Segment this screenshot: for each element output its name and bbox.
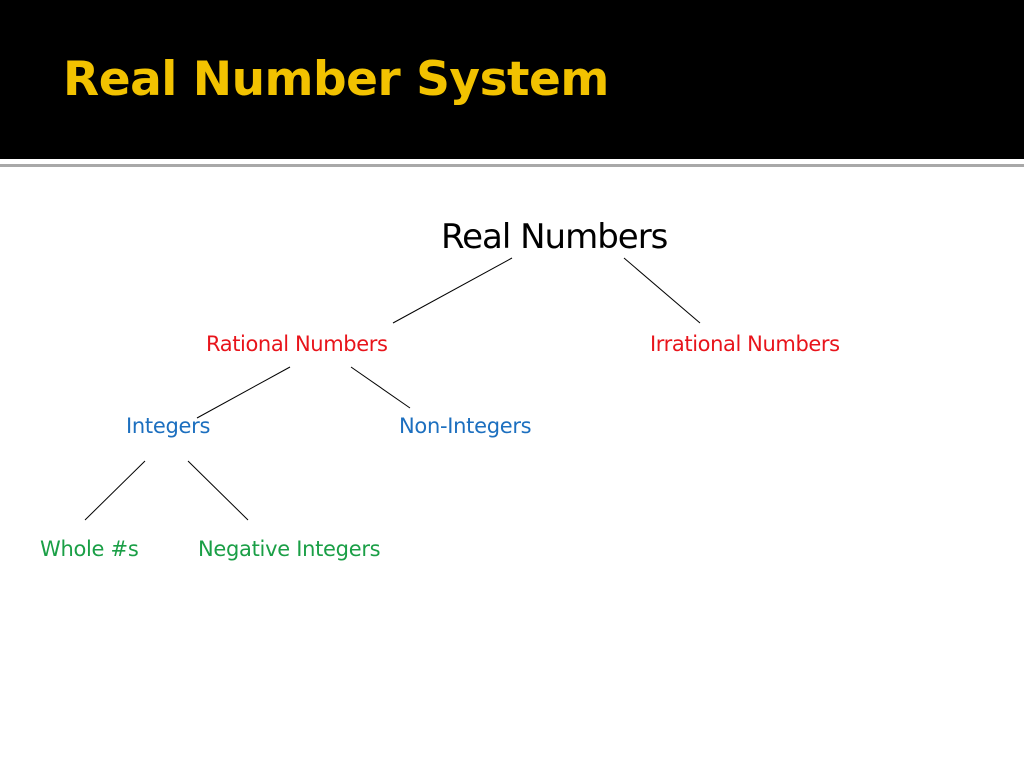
connector-rational-to-integers xyxy=(196,366,291,419)
node-whole-numbers: Whole #s xyxy=(40,537,139,561)
connector-real-to-irrational xyxy=(623,257,701,324)
node-irrational-numbers: Irrational Numbers xyxy=(650,332,840,356)
slide-title: Real Number System xyxy=(63,52,609,107)
node-rational-numbers: Rational Numbers xyxy=(206,332,388,356)
title-divider-shadow xyxy=(0,164,1024,167)
title-divider xyxy=(0,159,1024,164)
node-negative-integers: Negative Integers xyxy=(198,537,381,561)
node-non-integers: Non-Integers xyxy=(399,414,532,438)
connector-integers-to-negative xyxy=(187,460,249,521)
node-integers: Integers xyxy=(126,414,211,438)
connector-integers-to-whole xyxy=(84,460,146,521)
title-bar: Real Number System xyxy=(0,0,1024,159)
connector-rational-to-non-integers xyxy=(350,366,411,409)
node-real-numbers: Real Numbers xyxy=(441,217,668,257)
connector-real-to-rational xyxy=(392,257,513,324)
